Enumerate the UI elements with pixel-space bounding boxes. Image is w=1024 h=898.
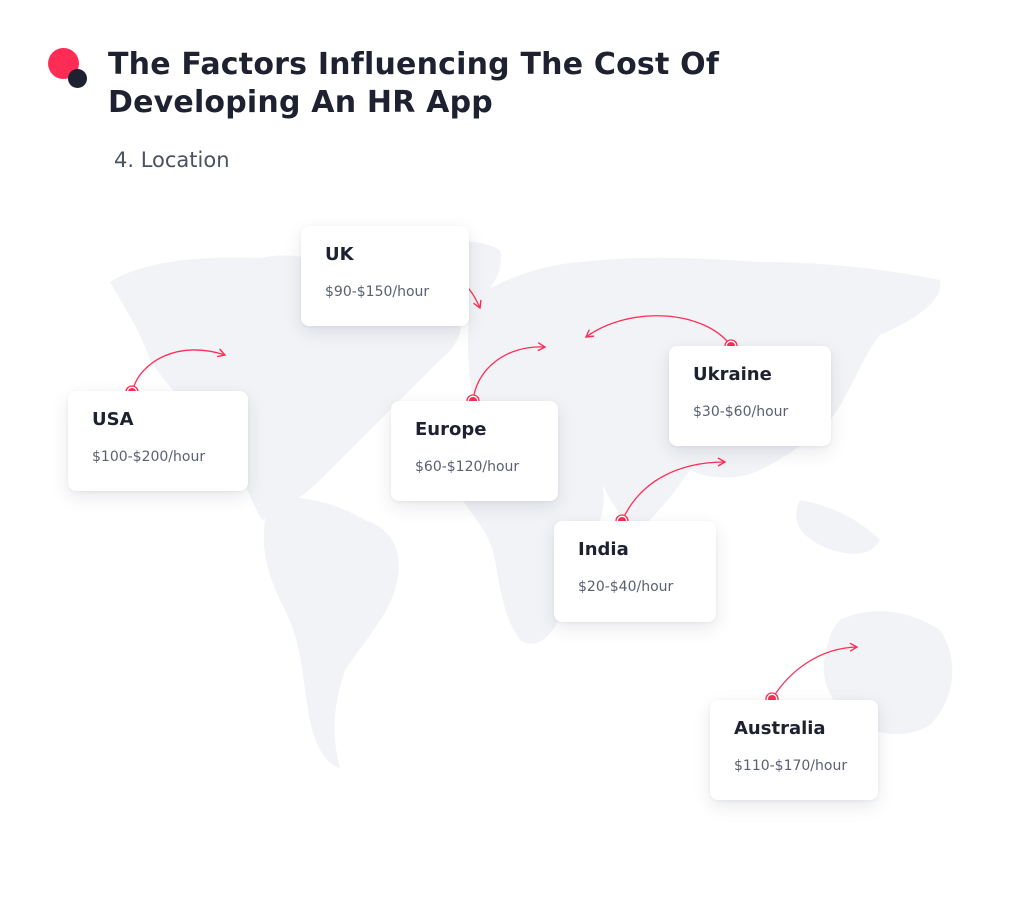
section-subtitle: 4. Location — [114, 148, 230, 172]
page-title: The Factors Influencing The Cost Of Deve… — [108, 47, 720, 120]
location-name: UK — [325, 244, 354, 265]
location-name: Europe — [415, 419, 487, 440]
location-name: Australia — [734, 718, 826, 739]
map-southeast-asia — [796, 500, 880, 554]
location-card-europe: Europe $60-$120/hour — [391, 401, 558, 501]
location-card-india: India $20-$40/hour — [554, 521, 716, 622]
location-rate: $30-$60/hour — [693, 404, 789, 420]
location-card-uk: UK $90-$150/hour — [301, 226, 469, 326]
location-name: Ukraine — [693, 364, 772, 385]
location-rate: $90-$150/hour — [325, 284, 430, 300]
location-card-ukraine: Ukraine $30-$60/hour — [669, 346, 831, 446]
location-name: USA — [92, 409, 134, 430]
location-rate: $20-$40/hour — [578, 579, 674, 595]
location-rate: $100-$200/hour — [92, 449, 206, 465]
logo-dark-dot — [68, 69, 87, 88]
location-card-australia: Australia $110-$170/hour — [710, 700, 878, 800]
location-rate: $60-$120/hour — [415, 459, 520, 475]
brand-logo — [48, 48, 92, 92]
map-south-america — [263, 497, 399, 768]
location-card-usa: USA $100-$200/hour — [68, 391, 248, 491]
location-rate: $110-$170/hour — [734, 758, 848, 774]
location-name: India — [578, 539, 629, 560]
